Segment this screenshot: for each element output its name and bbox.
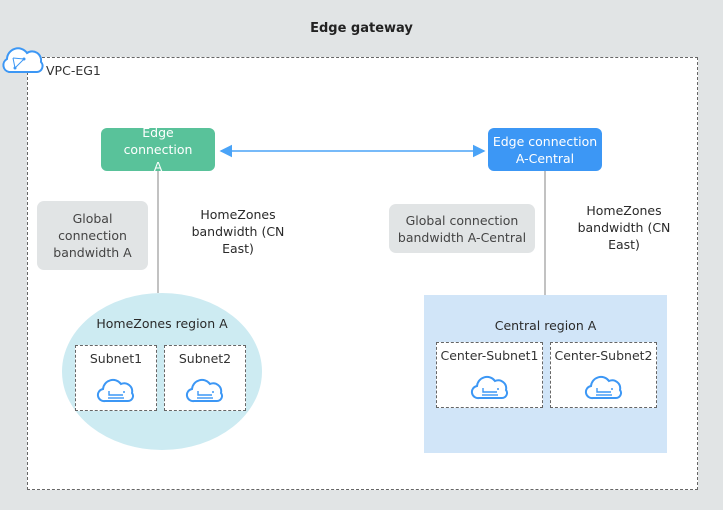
central-region-label: Central region A	[494, 318, 597, 333]
vpc-label: VPC-EG1	[46, 63, 101, 78]
subnet-2[interactable]: Subnet2	[164, 345, 246, 411]
edge-connection-a-label: Edge connection A	[123, 125, 193, 174]
edge-connection-a[interactable]: Edge connection A	[101, 125, 215, 174]
center-subnet-1[interactable]: Center-Subnet1	[436, 342, 543, 408]
homezones-region-label: HomeZones region A	[96, 316, 228, 331]
subnet-cloud-icon	[96, 378, 134, 403]
vpc-cloud-icon	[2, 47, 44, 73]
subnet-cloud-icon	[470, 375, 508, 400]
subnet-1[interactable]: Subnet1	[75, 345, 157, 411]
global-bandwidth-a-central: Global connection bandwidth A-Central	[389, 204, 535, 253]
edge-connection-a-central[interactable]: Edge connection A-Central	[488, 128, 602, 171]
center-subnet-2[interactable]: Center-Subnet2	[550, 342, 657, 408]
subnet-2-label: Subnet2	[178, 351, 232, 366]
edge-connection-a-central-label: Edge connection A-Central	[492, 133, 598, 166]
subnet-cloud-icon	[584, 375, 622, 400]
center-subnet-2-label: Center-Subnet2	[554, 348, 653, 363]
subnet-cloud-icon	[185, 378, 223, 403]
global-bandwidth-a: Global connection bandwidth A	[37, 201, 148, 270]
center-subnet-1-label: Center-Subnet1	[440, 348, 539, 363]
global-bandwidth-a-central-label: Global connection bandwidth A-Central	[397, 212, 527, 245]
global-bandwidth-a-label: Global connection bandwidth A	[53, 211, 132, 260]
diagram-title: Edge gateway	[310, 21, 413, 36]
homezones-bandwidth-a: HomeZones bandwidth (CN East)	[191, 207, 285, 256]
subnet-1-label: Subnet1	[89, 351, 143, 366]
homezones-bandwidth-central: HomeZones bandwidth (CN East)	[577, 203, 671, 252]
